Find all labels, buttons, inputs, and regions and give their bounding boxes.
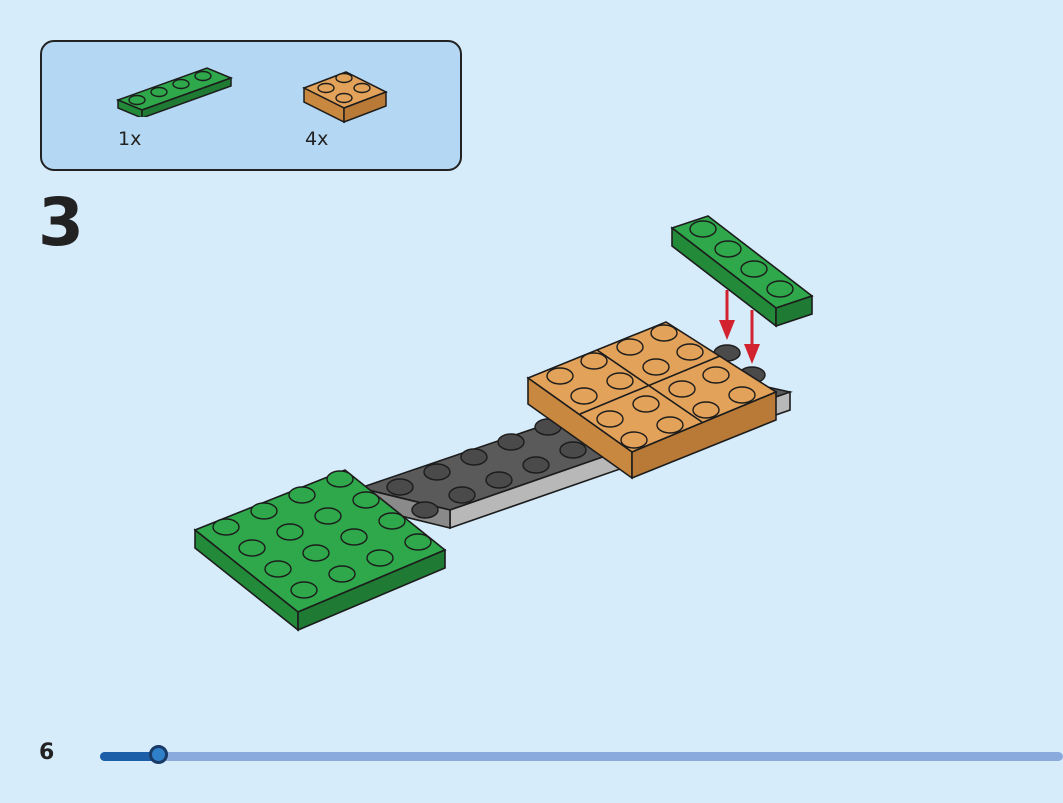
tan-2x2-plate-icon <box>302 71 388 124</box>
page-number: 6 <box>39 740 55 765</box>
progress-fill <box>100 752 158 761</box>
progress-knob <box>149 745 168 764</box>
part-quantity: 4x <box>305 128 329 150</box>
placement-arrows <box>719 290 760 364</box>
progress-track <box>100 752 1063 761</box>
part-quantity: 1x <box>118 128 142 150</box>
step-number: 3 <box>38 184 84 261</box>
green-1x4-plate-icon <box>115 67 234 117</box>
parts-list-box <box>40 40 462 171</box>
